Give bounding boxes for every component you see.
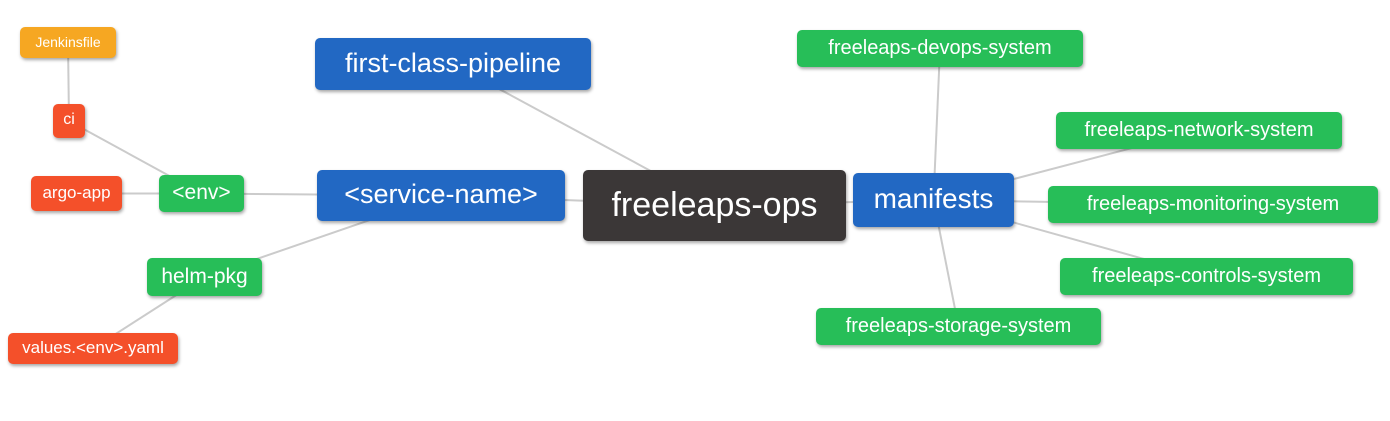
mindmap-node-helm-pkg[interactable]: helm-pkg — [147, 258, 262, 296]
mindmap-node-ci[interactable]: ci — [53, 104, 85, 138]
mindmap-node-env[interactable]: <env> — [159, 175, 244, 212]
node-label: first-class-pipeline — [344, 47, 562, 78]
mindmap-node-first-class-pipeline[interactable]: first-class-pipeline — [315, 38, 591, 90]
mindmap-node-values-env-yaml[interactable]: values.<env>.yaml — [8, 333, 178, 364]
node-label: <env> — [172, 181, 231, 204]
mindmap-node-argo-app[interactable]: argo-app — [31, 176, 122, 211]
node-label: freeleaps-ops — [611, 185, 818, 224]
node-label: freeleaps-storage-system — [845, 314, 1072, 337]
node-label: freeleaps-monitoring-system — [1086, 192, 1340, 215]
mindmap-node-service-name[interactable]: <service-name> — [317, 170, 565, 221]
node-label: helm-pkg — [161, 264, 248, 288]
mindmap-node-storage-system[interactable]: freeleaps-storage-system — [816, 308, 1101, 345]
node-label: ci — [63, 111, 75, 128]
node-label: freeleaps-devops-system — [828, 36, 1052, 59]
node-label: <service-name> — [344, 179, 538, 209]
node-label: freeleaps-network-system — [1084, 118, 1314, 141]
mindmap-node-controls-system[interactable]: freeleaps-controls-system — [1060, 258, 1353, 295]
mindmap-node-network-system[interactable]: freeleaps-network-system — [1056, 112, 1342, 149]
node-label: values.<env>.yaml — [22, 338, 164, 357]
mindmap-node-devops-system[interactable]: freeleaps-devops-system — [797, 30, 1083, 67]
node-label: manifests — [873, 183, 994, 214]
node-label: argo-app — [42, 183, 111, 202]
node-label: Jenkinsfile — [35, 33, 101, 50]
node-label: freeleaps-controls-system — [1092, 264, 1321, 287]
mindmap-node-manifests[interactable]: manifests — [853, 173, 1014, 227]
mindmap-node-freeleaps-ops[interactable]: freeleaps-ops — [583, 170, 846, 241]
mindmap-node-jenkinsfile[interactable]: Jenkinsfile — [20, 27, 116, 58]
mindmap-node-monitoring-system[interactable]: freeleaps-monitoring-system — [1048, 186, 1378, 223]
